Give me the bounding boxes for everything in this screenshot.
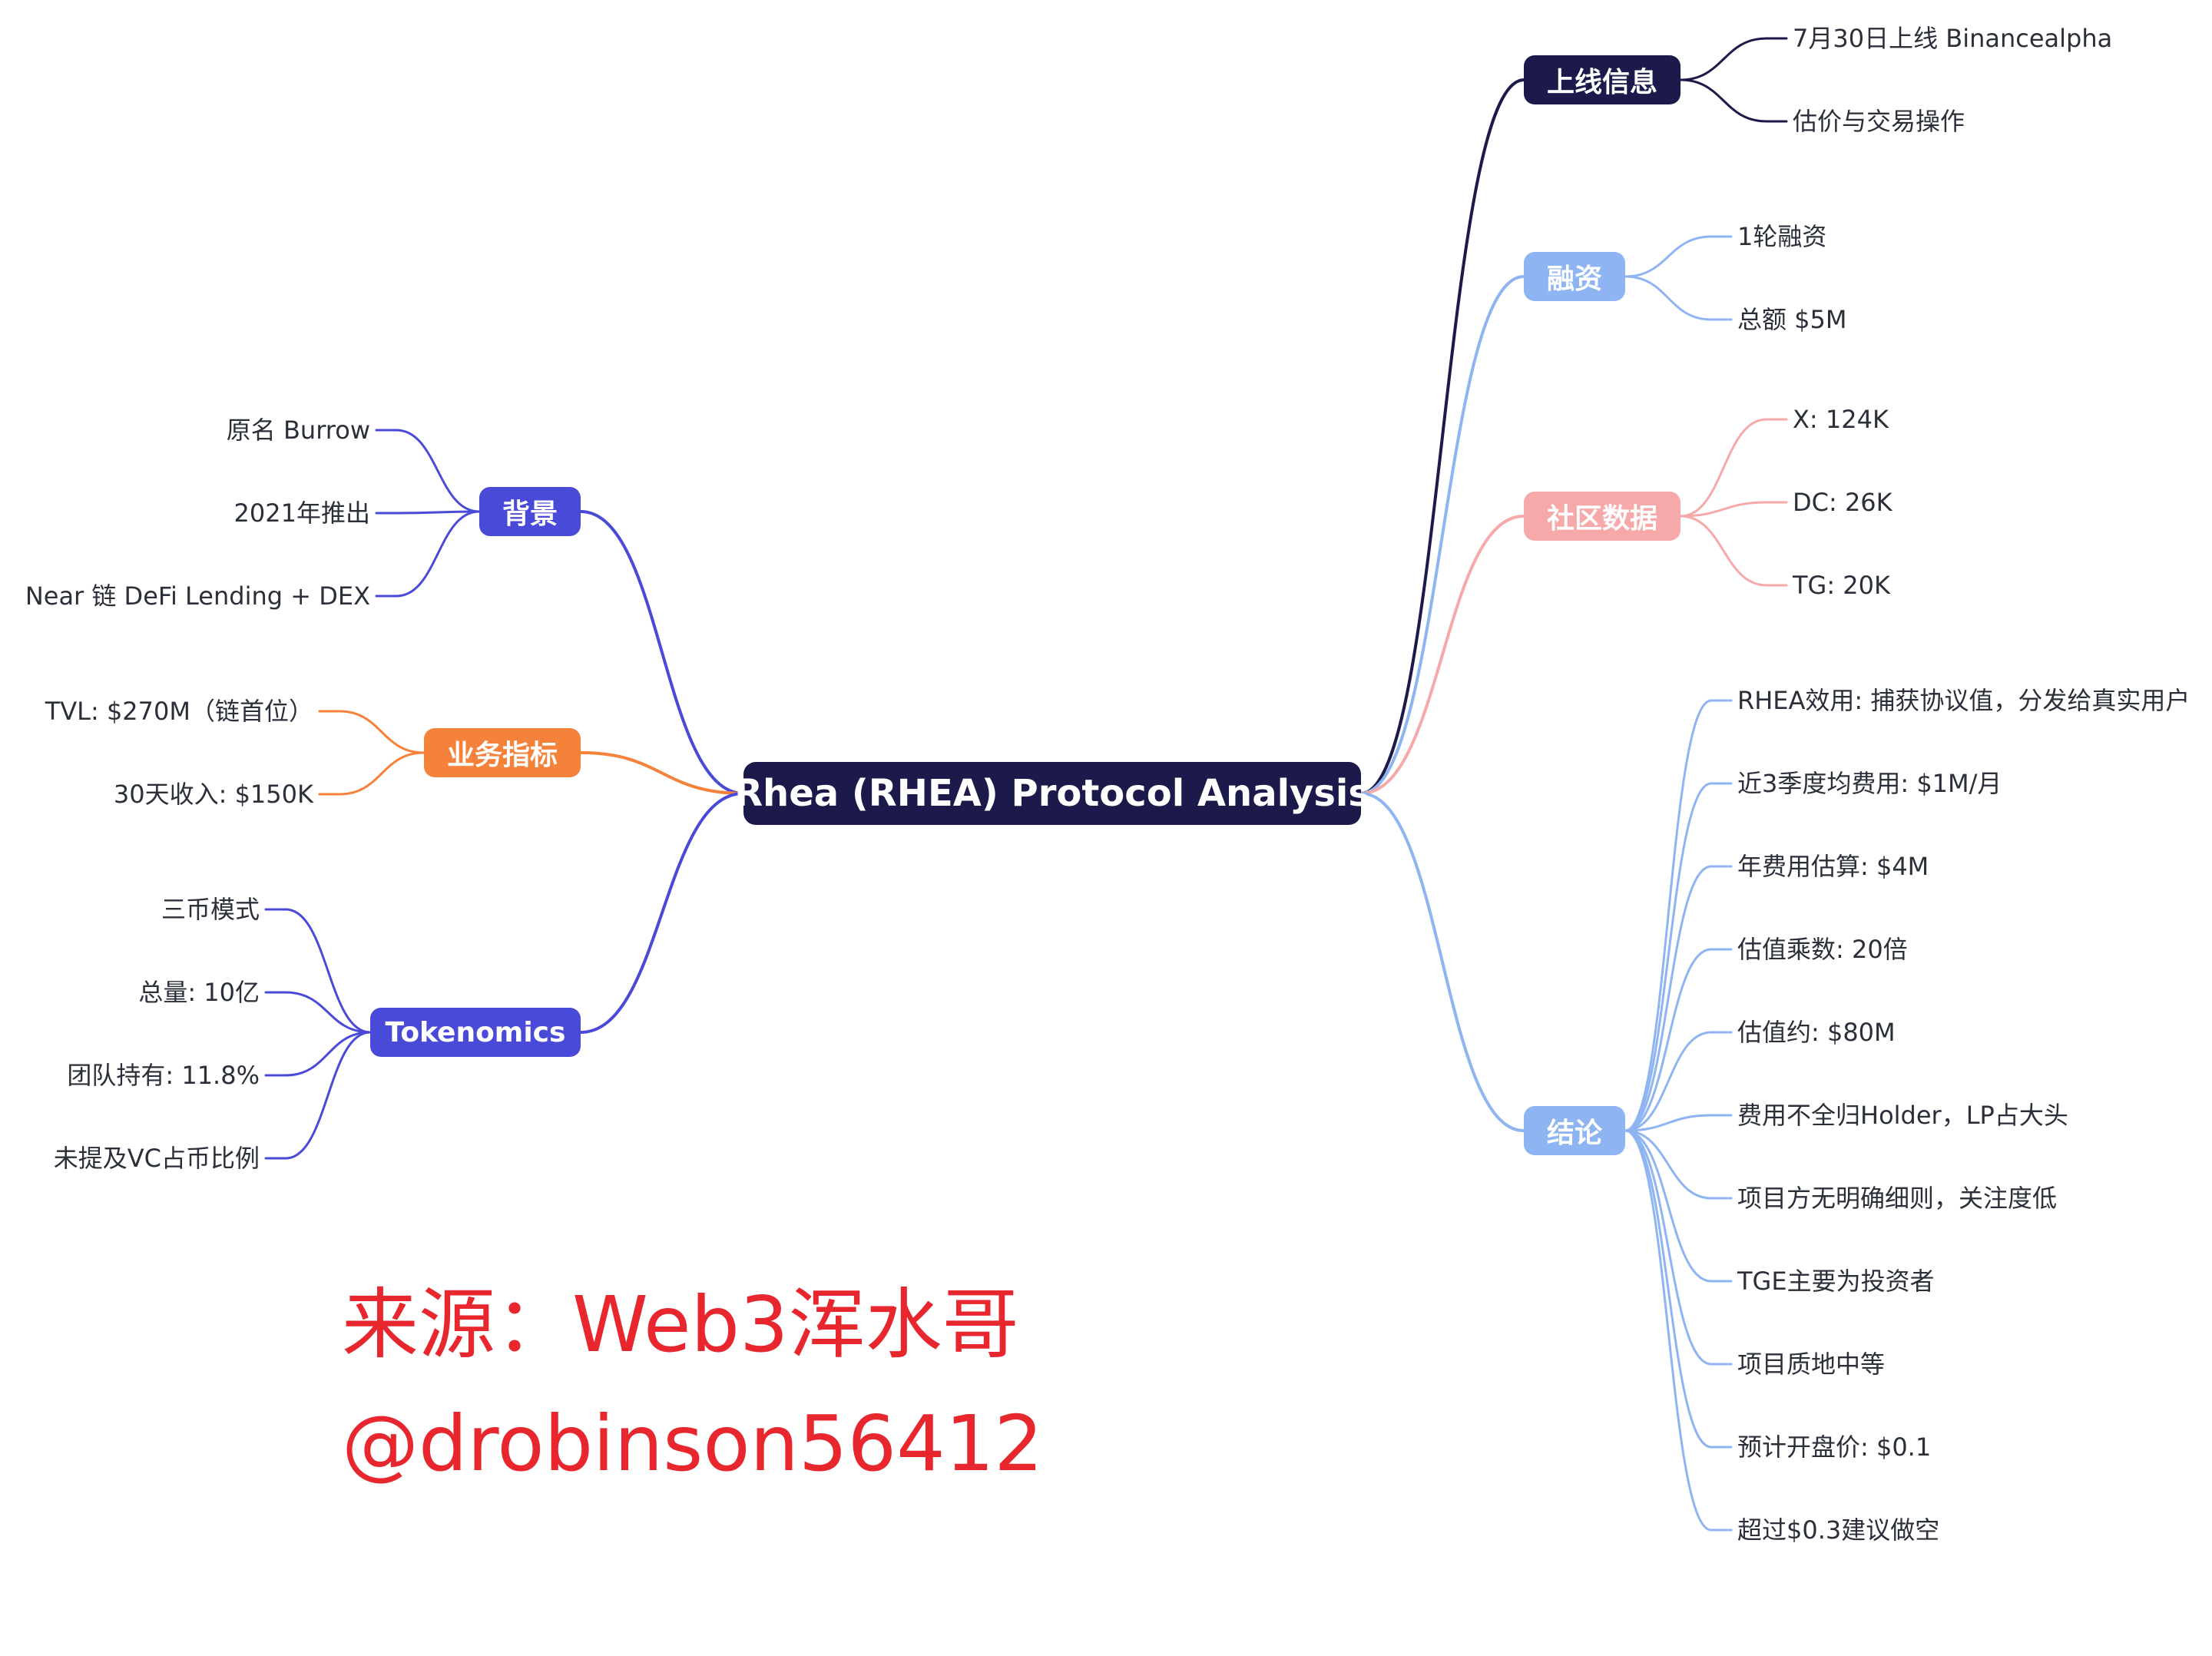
edge-community-dc-members bbox=[1679, 501, 1768, 518]
leaf-valuation-trading[interactable]: 估价与交易操作 bbox=[1793, 107, 1965, 136]
edge-root-listing-info bbox=[1359, 78, 1525, 795]
edge-conclusion-fee-distribution bbox=[1624, 1114, 1713, 1132]
edge-tokenomics-total-supply bbox=[284, 991, 372, 1034]
edge-conclusion-short-advice bbox=[1624, 1129, 1713, 1532]
edge-tokenomics-three-token-model bbox=[284, 908, 372, 1034]
leaf-revenue-30d[interactable]: 30天收入: $150K bbox=[113, 780, 313, 809]
branch-label-business-metrics: 业务指标 bbox=[446, 740, 558, 771]
edge-community-tg-members bbox=[1679, 515, 1768, 587]
leaf-tge-investors[interactable]: TGE主要为投资者 bbox=[1737, 1267, 1935, 1296]
edge-conclusion-multiplier bbox=[1624, 948, 1713, 1132]
edge-conclusion-open-price bbox=[1624, 1129, 1713, 1449]
edge-tokenomics-vc-share bbox=[284, 1031, 372, 1160]
branch-label-background: 背景 bbox=[502, 498, 558, 530]
branch-node-listing-info[interactable]: 上线信息 bbox=[1524, 55, 1681, 104]
edge-conclusion-tge-investors bbox=[1624, 1129, 1713, 1283]
edge-conclusion-annual-fee bbox=[1624, 865, 1713, 1132]
leaf-binance-alpha[interactable]: 7月30日上线 Binancealpha bbox=[1793, 24, 2113, 53]
leaf-rhea-utility[interactable]: RHEA效用: 捕获协议值，分发给真实用户 bbox=[1737, 686, 2190, 715]
edge-business-metrics-tvl bbox=[338, 710, 426, 754]
leaf-original-name[interactable]: 原名 Burrow bbox=[226, 416, 370, 445]
edge-tokenomics-team-holding bbox=[284, 1031, 372, 1077]
leaf-team-holding[interactable]: 团队持有: 11.8% bbox=[67, 1061, 260, 1090]
leaf-valuation[interactable]: 估值约: $80M bbox=[1737, 1018, 1896, 1047]
leaf-one-round[interactable]: 1轮融资 bbox=[1737, 222, 1827, 251]
edge-root-conclusion bbox=[1359, 792, 1525, 1132]
leaf-total-supply[interactable]: 总量: 10亿 bbox=[138, 978, 260, 1007]
edge-root-community bbox=[1359, 515, 1525, 795]
edge-root-funding bbox=[1359, 275, 1525, 795]
edge-root-tokenomics bbox=[579, 792, 745, 1034]
edge-root-background bbox=[579, 510, 745, 795]
branch-label-tokenomics: Tokenomics bbox=[385, 1016, 566, 1048]
branch-node-funding[interactable]: 融资 bbox=[1524, 252, 1625, 301]
leaf-no-details[interactable]: 项目方无明确细则，关注度低 bbox=[1737, 1184, 2058, 1213]
leaf-vc-share[interactable]: 未提及VC占币比例 bbox=[53, 1144, 260, 1173]
edge-background-launch-year bbox=[395, 510, 481, 515]
edge-community-x-followers bbox=[1679, 418, 1768, 518]
branch-node-community[interactable]: 社区数据 bbox=[1524, 492, 1681, 541]
edge-funding-total-amount bbox=[1624, 275, 1713, 321]
leaf-x-followers[interactable]: X: 124K bbox=[1793, 405, 1889, 434]
root-node-label: Rhea (RHEA) Protocol Analysis bbox=[734, 772, 1370, 815]
leaf-three-token-model[interactable]: 三币模式 bbox=[161, 895, 260, 924]
edge-listing-info-binance-alpha bbox=[1679, 37, 1768, 81]
edge-background-original-name bbox=[395, 429, 481, 513]
edge-conclusion-no-details bbox=[1624, 1129, 1713, 1200]
leaf-short-advice[interactable]: 超过$0.3建议做空 bbox=[1737, 1515, 1940, 1545]
branch-label-conclusion: 结论 bbox=[1546, 1118, 1602, 1149]
edge-background-chain-category bbox=[395, 510, 481, 598]
leaf-annual-fee[interactable]: 年费用估算: $4M bbox=[1737, 852, 1929, 881]
watermark-source: 来源：Web3浑水哥 bbox=[342, 1280, 1019, 1370]
leaf-launch-year[interactable]: 2021年推出 bbox=[233, 498, 370, 528]
edge-conclusion-valuation bbox=[1624, 1031, 1713, 1132]
connector-lines bbox=[264, 37, 1788, 1532]
branch-label-funding: 融资 bbox=[1546, 263, 1602, 295]
edge-root-business-metrics bbox=[579, 751, 745, 795]
branch-node-business-metrics[interactable]: 业务指标 bbox=[424, 728, 581, 777]
leaf-open-price[interactable]: 预计开盘价: $0.1 bbox=[1737, 1432, 1932, 1462]
leaf-chain-category[interactable]: Near 链 DeFi Lending + DEX bbox=[25, 581, 370, 611]
branch-label-community: 社区数据 bbox=[1546, 503, 1657, 535]
branch-label-listing-info: 上线信息 bbox=[1546, 67, 1657, 98]
leaf-tg-members[interactable]: TG: 20K bbox=[1793, 571, 1890, 600]
edge-business-metrics-revenue-30d bbox=[338, 751, 426, 796]
leaf-quality[interactable]: 项目质地中等 bbox=[1737, 1350, 1886, 1379]
leaf-dc-members[interactable]: DC: 26K bbox=[1793, 488, 1892, 517]
branch-node-conclusion[interactable]: 结论 bbox=[1524, 1106, 1625, 1155]
leaf-total-amount[interactable]: 总额 $5M bbox=[1737, 305, 1847, 334]
leaf-tvl[interactable]: TVL: $270M（链首位） bbox=[45, 697, 313, 726]
root-node[interactable]: Rhea (RHEA) Protocol Analysis bbox=[734, 762, 1370, 825]
edge-conclusion-avg-fee bbox=[1624, 782, 1713, 1132]
edge-listing-info-valuation-trading bbox=[1679, 78, 1768, 123]
edge-funding-one-round bbox=[1624, 235, 1713, 278]
watermark-handle: @drobinson56412 bbox=[342, 1399, 1043, 1489]
branch-node-background[interactable]: 背景 bbox=[479, 487, 581, 536]
branch-node-tokenomics[interactable]: Tokenomics bbox=[370, 1008, 581, 1057]
leaf-fee-distribution[interactable]: 费用不全归Holder，LP占大头 bbox=[1737, 1101, 2068, 1130]
edge-conclusion-quality bbox=[1624, 1129, 1713, 1366]
leaf-avg-fee[interactable]: 近3季度均费用: $1M/月 bbox=[1737, 769, 2002, 798]
edge-conclusion-rhea-utility bbox=[1624, 699, 1713, 1132]
leaf-multiplier[interactable]: 估值乘数: 20倍 bbox=[1737, 935, 1908, 964]
